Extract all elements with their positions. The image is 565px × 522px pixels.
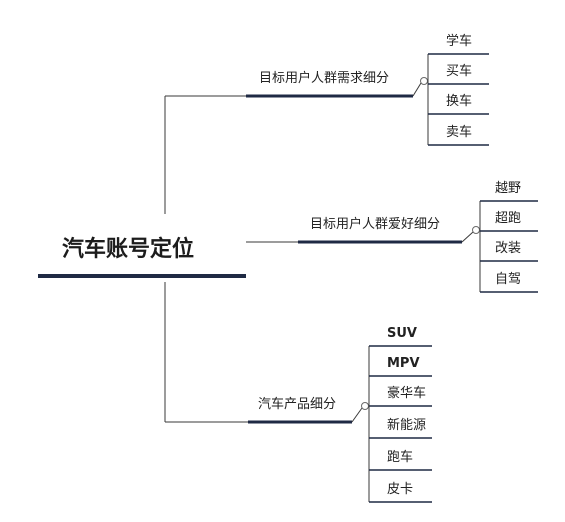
branch-to-toggle-line bbox=[461, 231, 474, 243]
collapse-toggle-icon[interactable] bbox=[420, 77, 428, 85]
collapse-toggle-icon[interactable] bbox=[361, 402, 369, 410]
branch-label: 目标用户人群需求细分 bbox=[259, 71, 390, 86]
leaf-item: 自驾 bbox=[495, 272, 522, 287]
leaf-item: 新能源 bbox=[387, 418, 427, 433]
leaf-item: 越野 bbox=[495, 181, 522, 196]
leaf-item: 豪华车 bbox=[387, 386, 427, 401]
collapse-toggle-icon[interactable] bbox=[472, 226, 480, 234]
leaf-item: 皮卡 bbox=[387, 482, 414, 497]
leaf-item: 跑车 bbox=[387, 450, 414, 465]
leaf-item: 卖车 bbox=[446, 125, 473, 140]
root-node-label: 汽车账号定位 bbox=[62, 237, 195, 262]
branch-to-toggle-line bbox=[351, 407, 363, 423]
leaf-item: MPV bbox=[387, 356, 420, 371]
leaf-item: 超跑 bbox=[495, 211, 522, 226]
leaf-item: 学车 bbox=[446, 34, 473, 49]
branch-label: 汽车产品细分 bbox=[258, 397, 337, 412]
leaf-item: 买车 bbox=[446, 64, 473, 79]
leaf-item: SUV bbox=[387, 326, 417, 341]
leaf-item: 改装 bbox=[495, 241, 522, 256]
branch-to-toggle-line bbox=[412, 82, 422, 97]
branch-label: 目标用户人群爱好细分 bbox=[310, 217, 441, 232]
leaf-item: 换车 bbox=[446, 94, 473, 109]
